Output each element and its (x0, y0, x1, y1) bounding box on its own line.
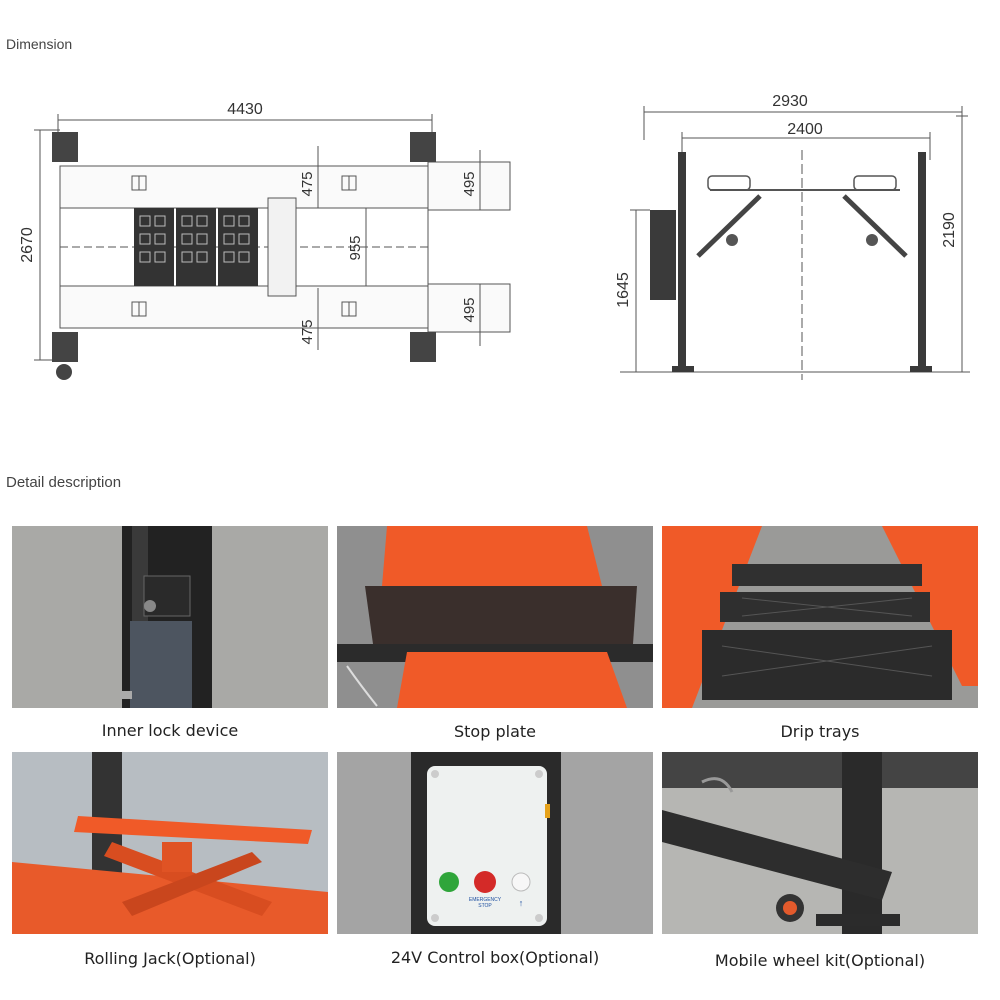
side-lift-height-label: 1645 (615, 272, 632, 308)
side-overall-width-label: 2930 (772, 93, 808, 110)
top-length-label: 4430 (227, 101, 263, 118)
stop-label: STOP (478, 903, 492, 909)
caption-drip-trays: Drip trays (780, 722, 860, 741)
center-gap-dim-label: 955 (347, 235, 364, 260)
side-view-drawing: 2930 2400 2190 1645 (615, 93, 970, 380)
caption-rolling-jack: Rolling Jack(Optional) (84, 949, 256, 968)
caption-inner-lock: Inner lock device (101, 721, 239, 740)
mobile-wheel-photo (662, 752, 978, 934)
caption-mobile-wheel: Mobile wheel kit(Optional) (714, 951, 926, 970)
lower-ramp-dim-label: 495 (461, 297, 478, 322)
lower-runway-dim-label: 475 (299, 319, 316, 344)
drip-trays-photo (662, 526, 978, 708)
upper-ramp-dim-label: 495 (461, 171, 478, 196)
caption-stop-plate: Stop plate (454, 722, 536, 741)
emergency-label: EMERGENCY (469, 897, 502, 903)
stop-plate-photo (337, 526, 653, 708)
side-height-label: 2190 (941, 212, 958, 248)
inner-lock-photo (12, 526, 328, 708)
side-inner-width-label: 2400 (787, 121, 823, 138)
top-view-drawing: 4430 2670 475 475 955 495 495 (19, 101, 511, 380)
control-box-photo: EMERGENCY STOP ↑ (337, 752, 653, 934)
top-width-label: 2670 (19, 227, 36, 263)
detail-section-title: Detail description (6, 474, 122, 491)
up-arrow-icon: ↑ (519, 898, 524, 908)
dimension-section-title: Dimension (6, 36, 73, 52)
upper-runway-dim-label: 475 (299, 171, 316, 196)
caption-control-box: 24V Control box(Optional) (390, 948, 600, 967)
rolling-jack-photo (12, 752, 328, 934)
